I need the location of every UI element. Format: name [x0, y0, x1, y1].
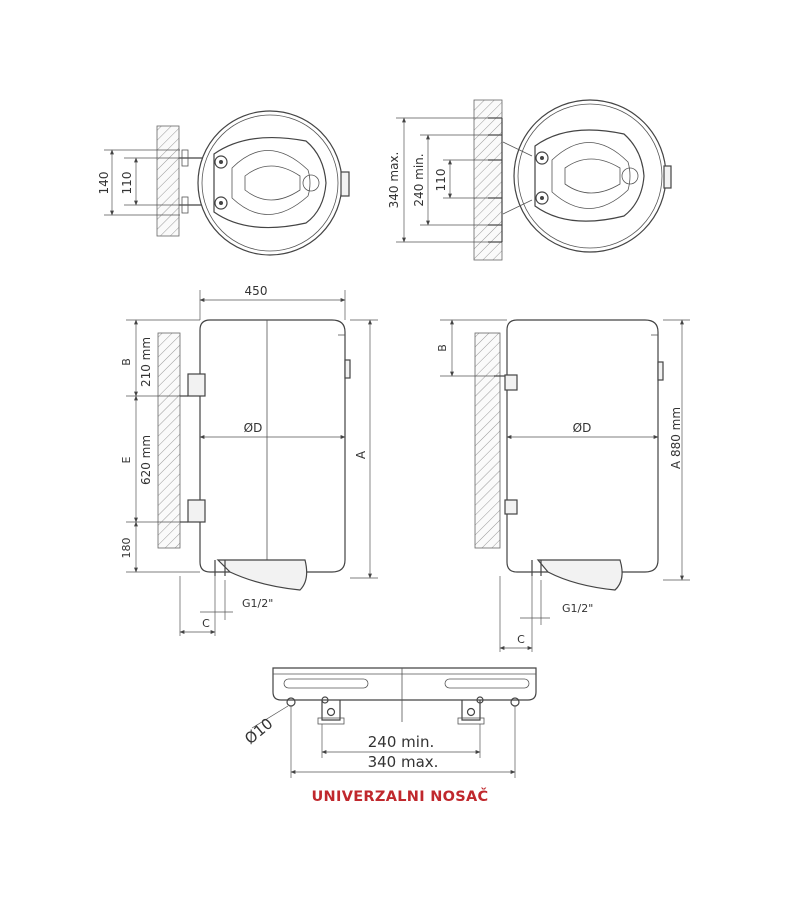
side-view-left: 450 ØD A B 210 mm E 620 mm 180 G1/2" C	[120, 284, 378, 636]
heater-body	[506, 319, 659, 573]
dim-110-right: 110	[434, 169, 448, 192]
heater-body	[199, 319, 346, 573]
dim-180: 180	[120, 538, 133, 559]
dim-a-left: A	[354, 450, 368, 459]
dim-b-right: B	[436, 344, 449, 352]
heater-outline-top	[513, 99, 667, 253]
side-knob	[340, 171, 350, 197]
dim-450: 450	[245, 284, 268, 298]
diameter-d-right: ØD	[573, 421, 592, 435]
wall-section	[473, 99, 503, 261]
dim-a-880: A 880 mm	[669, 407, 683, 469]
wall-section	[156, 125, 180, 237]
thread-g12-right: G1/2"	[562, 602, 593, 615]
dim-e: E	[120, 456, 133, 463]
dim-diameter-10: Ø10	[241, 714, 276, 748]
bracket-lower	[504, 499, 518, 515]
bottom-cover	[216, 559, 308, 591]
dim-a-right: A	[669, 460, 683, 469]
wall-section	[157, 332, 181, 549]
side-knob	[657, 361, 664, 381]
side-knob	[663, 165, 672, 189]
bracket-plate	[272, 667, 537, 701]
dim-210mm: 210 mm	[139, 337, 153, 387]
bracket-caption: UNIVERZALNI NOSAČ	[311, 789, 489, 805]
slot-left	[283, 678, 369, 689]
universal-bracket: Ø10 240 min. 340 max.	[241, 667, 537, 778]
dim-bracket-340-max: 340 max.	[368, 753, 439, 771]
dim-c-right: C	[517, 633, 525, 646]
flange	[502, 129, 645, 222]
dim-bracket-240-min: 240 min.	[368, 733, 434, 751]
dim-b-left: B	[120, 358, 133, 366]
hanger-lower	[187, 499, 206, 523]
side-knob	[344, 359, 351, 379]
dim-110-left: 110	[120, 172, 134, 195]
dim-620mm: 620 mm	[139, 435, 153, 485]
top-view-left: 140 110	[97, 110, 350, 256]
mounting-bracket	[179, 149, 205, 214]
dim-140: 140	[97, 172, 111, 195]
slot-right	[444, 678, 530, 689]
wall-section	[474, 332, 501, 549]
bottom-cover	[536, 559, 623, 591]
thread-g12-left: G1/2"	[242, 597, 273, 610]
top-view-right: 340 max. 240 min. 110	[387, 99, 672, 261]
dim-340-max: 340 max.	[387, 152, 401, 209]
dim-240-min: 240 min.	[412, 153, 426, 206]
heater-outline-top	[197, 110, 343, 256]
bracket-upper	[504, 374, 518, 391]
hanger-upper	[187, 373, 206, 397]
diameter-d-left: ØD	[244, 421, 263, 435]
dim-880mm: 880 mm	[669, 407, 683, 457]
dim-c-left: C	[202, 617, 210, 630]
flange	[213, 136, 327, 229]
side-view-right: ØD A 880 mm B G1/2" C	[436, 319, 690, 652]
wall-anchors	[488, 117, 503, 243]
